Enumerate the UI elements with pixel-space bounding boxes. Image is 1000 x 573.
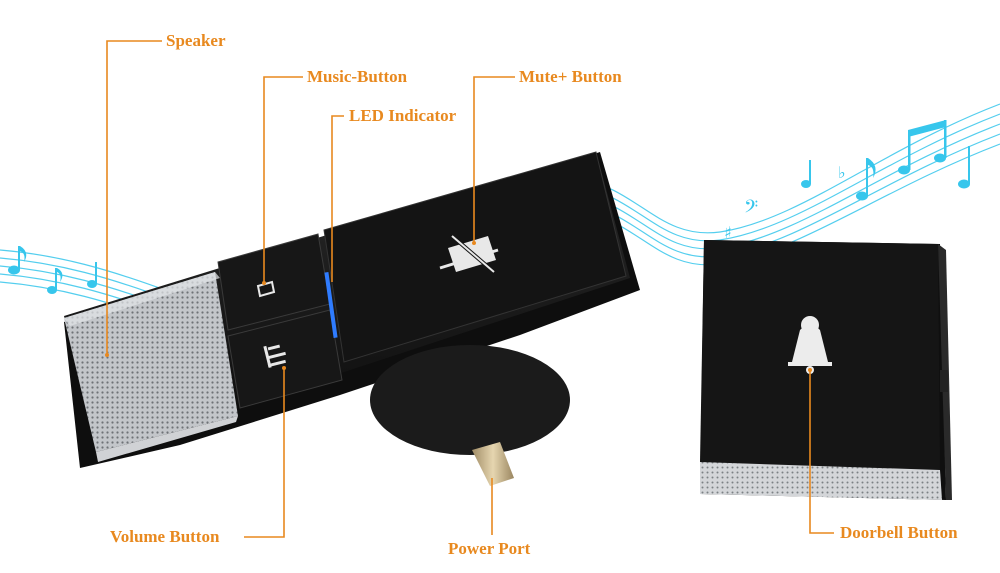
- callout-lines: [106, 40, 834, 538]
- svg-text:𝄢: 𝄢: [744, 197, 758, 222]
- speaker-label: Speaker: [166, 31, 226, 50]
- doorbell-transmitter: [700, 240, 952, 500]
- bell-icon: [788, 316, 832, 374]
- svg-text:♯: ♯: [724, 223, 732, 242]
- callout-dots: [105, 241, 812, 372]
- volume-bars-icon: [263, 344, 286, 368]
- music-note-icon: [8, 246, 97, 294]
- power-port-pin: [472, 442, 514, 486]
- music-note-icon: [256, 280, 276, 298]
- mute-bell-icon: [439, 234, 499, 274]
- chime-receiver: [64, 151, 640, 486]
- transmitter-grille: [700, 462, 942, 500]
- volume-button[interactable]: [227, 309, 343, 409]
- led-indicator: [324, 272, 338, 338]
- music-button-label: Music-Button: [307, 67, 408, 86]
- power-port-label: Power Port: [448, 539, 531, 558]
- music-note-icon: 𝄢 ♯ ♭: [724, 120, 970, 242]
- led-indicator-label: LED Indicator: [349, 106, 457, 125]
- mute-button-label: Mute+ Button: [519, 67, 622, 86]
- doorbell-button-label: Doorbell Button: [840, 523, 958, 542]
- volume-button-label: Volume Button: [110, 527, 220, 546]
- plug-base: [370, 345, 570, 455]
- svg-text:♭: ♭: [838, 163, 846, 182]
